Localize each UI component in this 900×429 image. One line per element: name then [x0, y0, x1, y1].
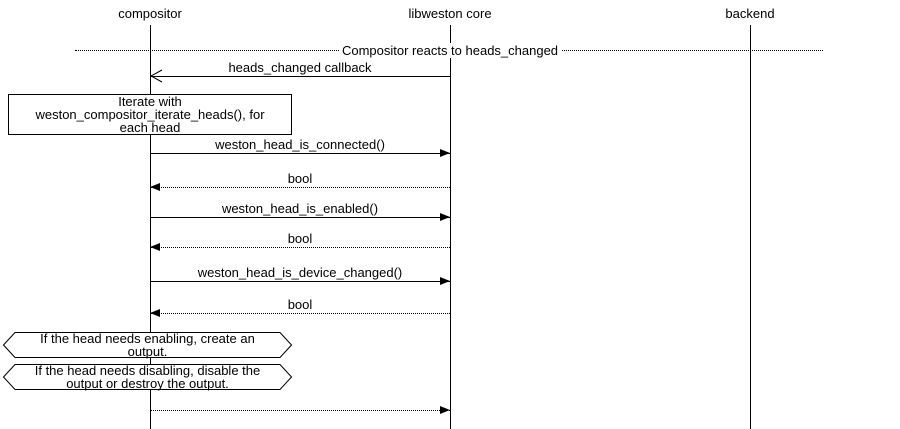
- lifeline-libweston-core: [450, 25, 451, 429]
- message-line-bool: [150, 187, 450, 188]
- message-label-weston-head-is-device-changed: weston_head_is_device_changed(): [197, 265, 403, 280]
- message-line-weston-head-is-device-changed: [150, 281, 450, 282]
- lifeline-backend: [750, 25, 751, 429]
- constraint-text: If the head needs disabling, disable the…: [3, 364, 292, 390]
- phase-divider-label: Compositor reacts to heads_changed: [338, 43, 562, 58]
- constraint-line: output or destroy the output.: [66, 376, 229, 391]
- filled-arrowhead-icon: [440, 148, 450, 157]
- note-line: Iterate with: [118, 94, 182, 109]
- filled-arrowhead-icon: [150, 182, 160, 191]
- constraint-line: If the head needs enabling, create an: [40, 331, 255, 346]
- participant-label-libweston-core: libweston core: [408, 6, 492, 21]
- lifeline-compositor: [150, 25, 151, 429]
- note-line: each head: [119, 120, 181, 135]
- message-line-weston-head-is-connected: [150, 153, 450, 154]
- constraint-line: If the head needs disabling, disable the: [34, 363, 261, 378]
- constraint-line: output.: [127, 344, 168, 359]
- filled-arrowhead-icon: [440, 405, 450, 414]
- message-line-return: [150, 410, 450, 411]
- message-label-heads-changed-callback: heads_changed callback: [228, 60, 372, 75]
- message-line-bool: [150, 313, 450, 314]
- message-line-bool: [150, 247, 450, 248]
- message-line-heads-changed-callback: [150, 76, 450, 77]
- constraint-hexagon: If the head needs disabling, disable the…: [3, 364, 292, 390]
- filled-arrowhead-icon: [440, 212, 450, 221]
- participant-label-compositor: compositor: [118, 6, 182, 21]
- note-line: weston_compositor_iterate_heads(), for: [35, 107, 265, 122]
- participant-label-backend: backend: [725, 6, 775, 21]
- message-label-bool: bool: [287, 171, 313, 186]
- message-label-weston-head-is-connected: weston_head_is_connected(): [215, 137, 385, 152]
- message-line-weston-head-is-enabled: [150, 217, 450, 218]
- filled-arrowhead-icon: [440, 276, 450, 285]
- message-label-weston-head-is-enabled: weston_head_is_enabled(): [221, 201, 379, 216]
- open-arrowhead-icon: [149, 69, 163, 86]
- filled-arrowhead-icon: [150, 308, 160, 317]
- filled-arrowhead-icon: [150, 242, 160, 251]
- message-label-bool: bool: [287, 297, 313, 312]
- message-label-bool: bool: [287, 231, 313, 246]
